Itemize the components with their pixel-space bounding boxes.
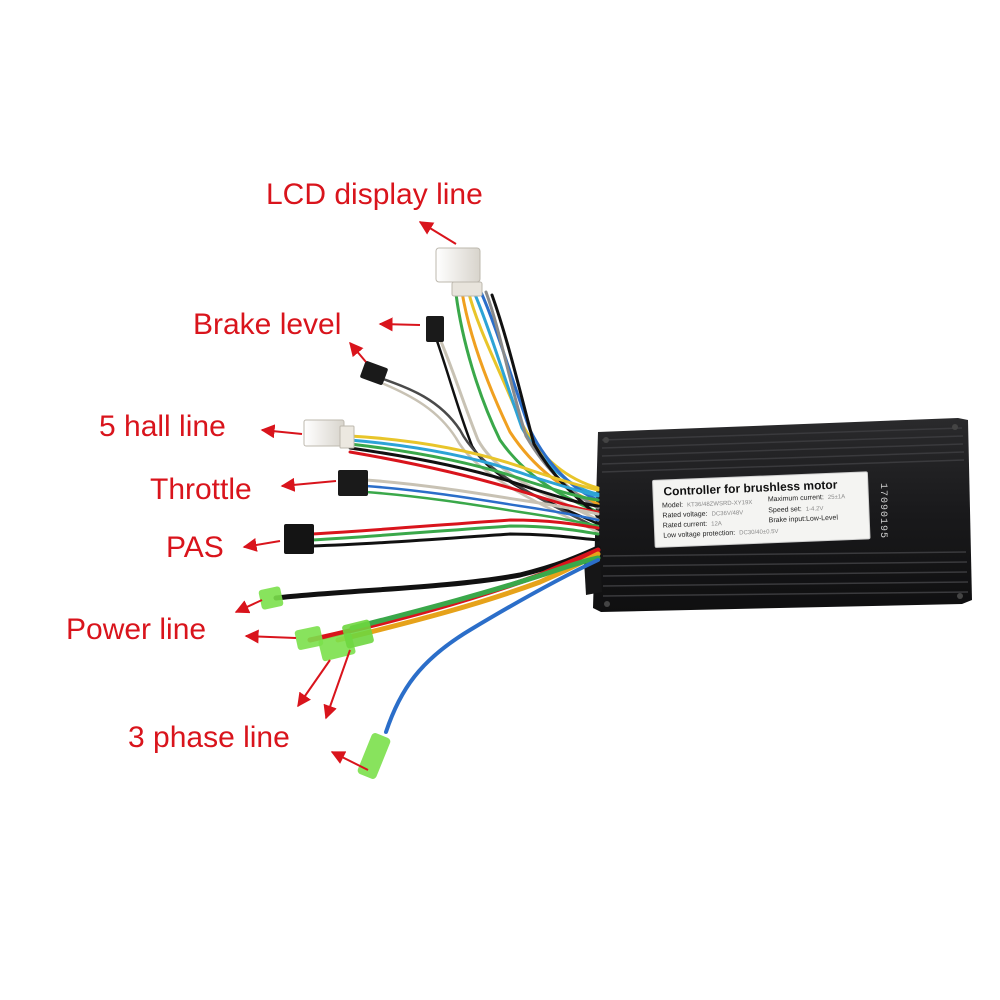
spec-model-value: KT36/48ZWSRD-XY19X <box>686 499 753 509</box>
upper-wire-bundle <box>310 288 600 548</box>
arrow-pas <box>242 538 281 552</box>
spec-brake-input: Brake input:Low-Level <box>769 515 838 525</box>
spec-rated-current: Rated current:12A <box>662 520 722 530</box>
callout-lcd-display-line: LCD display line <box>266 178 483 211</box>
callout-brake-level: Brake level <box>193 308 342 341</box>
serial-number: 17090195 <box>877 483 888 540</box>
arrow-power-2 <box>244 629 297 644</box>
spec-rated-voltage-label: Rated voltage: <box>662 510 708 520</box>
arrow-phase-2 <box>323 649 351 720</box>
power-connector-red <box>294 626 324 650</box>
spec-model-label: Model: <box>661 501 684 510</box>
brake-connector-1 <box>426 316 444 342</box>
brake-connector-2 <box>360 361 388 385</box>
spec-low-voltage-value: DC30/40±0.5V <box>739 528 779 537</box>
spec-rated-current-value: 12A <box>711 521 722 528</box>
power-connector-black <box>258 586 284 610</box>
hall-connector <box>303 419 355 449</box>
callout-5-hall-line: 5 hall line <box>99 410 226 443</box>
spec-speed-set-value: 1-4.2V <box>805 506 824 513</box>
arrow-throttle <box>280 477 337 492</box>
housing-fins <box>601 427 969 597</box>
arrow-brake-1 <box>378 317 421 332</box>
callout-power-line: Power line <box>66 613 207 646</box>
spec-model: Model:KT36/48ZWSRD-XY19X <box>662 499 753 510</box>
callout-throttle: Throttle <box>150 473 252 506</box>
controller-spec-label: Controller for brushless motor Model:KT3… <box>652 471 871 548</box>
lcd-connector <box>435 247 483 297</box>
callout-3-phase-line: 3 phase line <box>128 721 290 754</box>
spec-rated-current-label: Rated current: <box>662 520 708 530</box>
spec-max-current-value: 25±1A <box>827 494 846 501</box>
arrow-power-1 <box>234 599 263 614</box>
throttle-connector <box>338 470 368 496</box>
spec-max-current-label: Maximum current: <box>767 494 825 504</box>
spec-brake-input-label: Brake input:Low-Level <box>768 514 839 525</box>
callout-arrows <box>234 221 457 771</box>
callout-pas: PAS <box>166 531 224 564</box>
arrow-lcd <box>418 221 457 245</box>
phase-connector-green <box>342 619 374 649</box>
spec-speed-set-label: Speed set: <box>768 506 802 515</box>
arrow-phase-1 <box>297 659 331 708</box>
spec-speed-set: Speed set:1-4.2V <box>768 505 823 514</box>
pas-connector <box>284 524 314 554</box>
spec-rated-voltage: Rated voltage:DC36V/48V <box>662 509 743 519</box>
arrow-brake-2 <box>349 341 367 363</box>
phase-connector-blue <box>357 733 391 779</box>
spec-low-voltage-label: Low voltage protection: <box>663 529 736 540</box>
arrow-hall <box>260 424 303 439</box>
spec-rated-voltage-value: DC36V/48V <box>711 510 744 518</box>
arrow-phase-3 <box>330 751 369 771</box>
spec-low-voltage: Low voltage protection:DC30/40±0.5V <box>663 528 779 540</box>
spec-max-current: Maximum current:25±1A <box>768 493 846 503</box>
